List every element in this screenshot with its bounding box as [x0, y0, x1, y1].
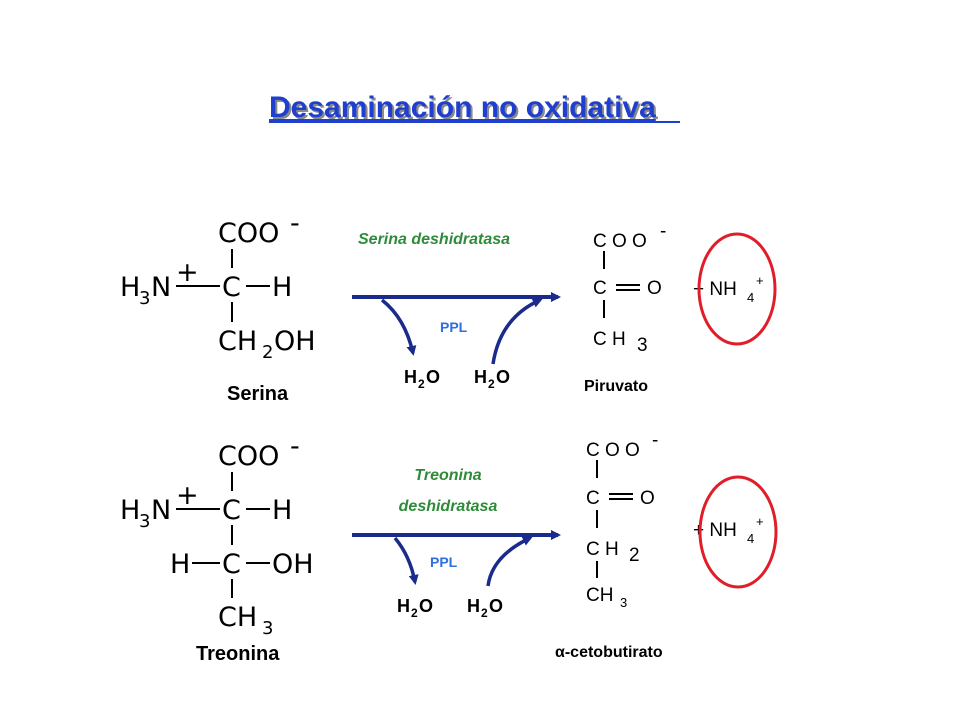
- svg-text:+: +: [756, 273, 764, 288]
- piruvato-o: O: [647, 278, 662, 299]
- serina-ch-2: 2: [262, 342, 273, 363]
- svg-text:H: H: [474, 367, 487, 387]
- page-title: Desaminación no oxidativa: [269, 91, 656, 124]
- reaction2-ammonium: + NH 4 +: [693, 514, 764, 546]
- treonina-structure: COO - H 3 N + C H H C OH CH 3: [120, 431, 314, 639]
- serina-enzyme: Serina deshidratasa: [358, 231, 510, 248]
- serina-ch: CH: [218, 326, 257, 357]
- piruvato-structure: C O O - C O C H 3: [593, 221, 666, 356]
- treonina-amine-3: 3: [139, 511, 150, 532]
- serina-amine-n: N: [151, 272, 171, 303]
- reaction1-water-in-arrow: [491, 298, 543, 365]
- treonina-ch-3: 3: [262, 618, 273, 639]
- treonina-amine-n: N: [151, 495, 171, 526]
- treonina-enzyme-line2: deshidratasa: [399, 498, 498, 515]
- reaction1-water-out: H 2 O: [404, 367, 440, 391]
- svg-text:H: H: [397, 596, 410, 616]
- piruvato-ch-3: 3: [637, 335, 648, 356]
- treonina-enzyme-line1: Treonina: [414, 467, 481, 484]
- piruvato-name: Piruvato: [584, 378, 648, 395]
- reaction2-water-in: H 2 O: [467, 596, 503, 620]
- cetobutirato-name: α-cetobutirato: [555, 644, 663, 661]
- treonina-center-c: C: [222, 495, 241, 526]
- svg-text:O: O: [426, 367, 440, 387]
- svg-text:2: 2: [418, 377, 425, 391]
- serina-side-h: H: [272, 272, 292, 303]
- cetobutirato-ch2-sub: 2: [629, 545, 640, 566]
- piruvato-carboxylate: C O O: [593, 231, 647, 252]
- cetobutirato-ch3-sub: 3: [620, 595, 627, 610]
- piruvato-charge: -: [660, 221, 666, 242]
- reaction2-highlight-circle: [698, 475, 778, 589]
- svg-text:H: H: [467, 596, 480, 616]
- serina-amine-h: H: [120, 272, 140, 303]
- reaction1-ammonium: + NH 4 +: [693, 273, 764, 305]
- serina-name: Serina: [227, 383, 289, 405]
- cetobutirato-ch3: CH: [586, 585, 613, 606]
- reaction1-water-in: H 2 O: [474, 367, 510, 391]
- reaction2-cofactor: PPL: [430, 554, 458, 570]
- serina-carboxylate-charge: -: [290, 208, 300, 239]
- serina-amine-3: 3: [139, 288, 150, 309]
- reaction1-highlight-circle: [697, 232, 777, 346]
- piruvato-c: C: [593, 278, 607, 299]
- cetobutirato-c: C: [586, 488, 600, 509]
- svg-text:+: +: [756, 514, 764, 529]
- cetobutirato-o: O: [640, 488, 655, 509]
- svg-text:O: O: [419, 596, 433, 616]
- reaction1-cofactor: PPL: [440, 319, 468, 335]
- svg-text:+ NH: + NH: [693, 279, 737, 300]
- reaction2-water-in-arrow: [486, 536, 533, 587]
- treonina-amine-plus: +: [176, 480, 199, 511]
- cetobutirato-structure: C O O - C O C H 2 CH 3: [586, 430, 658, 610]
- svg-text:O: O: [496, 367, 510, 387]
- svg-text:2: 2: [488, 377, 495, 391]
- treonina-amine-h: H: [120, 495, 140, 526]
- serina-structure: COO - H 3 N + C H CH 2 OH: [120, 208, 316, 363]
- serina-center-c: C: [222, 272, 241, 303]
- cetobutirato-charge: -: [652, 430, 658, 451]
- svg-text:4: 4: [747, 290, 754, 305]
- svg-text:4: 4: [747, 531, 754, 546]
- svg-text:H: H: [404, 367, 417, 387]
- cetobutirato-ch2: C H: [586, 539, 619, 560]
- title-shadow: Desaminación no oxidativa: [271, 93, 658, 126]
- treonina-ch: CH: [218, 602, 257, 633]
- svg-text:2: 2: [481, 606, 488, 620]
- treonina-lower-c: C: [222, 549, 241, 580]
- serina-carboxylate: COO: [218, 218, 279, 249]
- reaction1-water-out-arrow: [380, 298, 417, 356]
- svg-text:2: 2: [411, 606, 418, 620]
- treonina-oh: OH: [272, 549, 314, 580]
- treonina-carboxylate-charge: -: [290, 431, 300, 462]
- treonina-name: Treonina: [196, 643, 280, 665]
- treonina-side-h: H: [272, 495, 292, 526]
- serina-oh: OH: [274, 326, 316, 357]
- treonina-lower-h: H: [170, 549, 190, 580]
- reaction2-water-out: H 2 O: [397, 596, 433, 620]
- cetobutirato-carboxylate: C O O: [586, 440, 640, 461]
- piruvato-ch: C H: [593, 329, 626, 350]
- svg-text:+ NH: + NH: [693, 520, 737, 541]
- svg-text:O: O: [489, 596, 503, 616]
- treonina-carboxylate: COO: [218, 441, 279, 472]
- serina-amine-plus: +: [176, 257, 199, 288]
- reaction2-water-out-arrow: [393, 536, 419, 585]
